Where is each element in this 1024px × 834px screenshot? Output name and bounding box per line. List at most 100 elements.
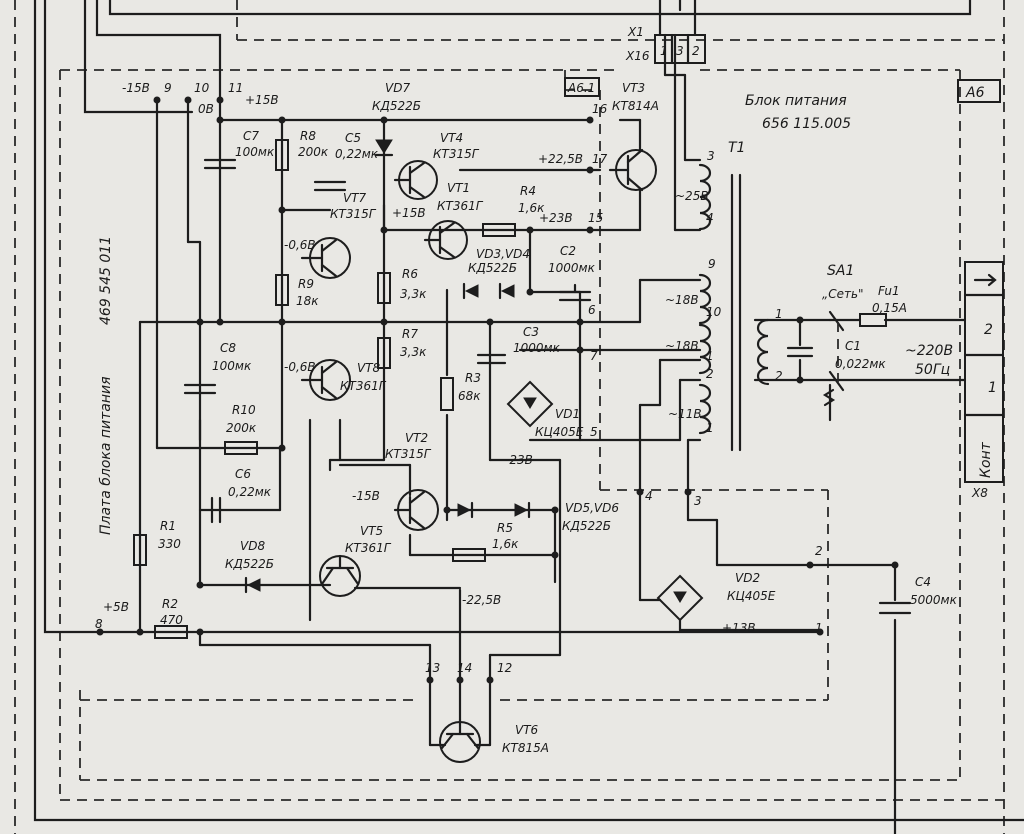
component-label: VT6: [515, 723, 539, 737]
component-label: R2: [162, 597, 178, 611]
component-label: 200к: [226, 421, 257, 435]
pin-number: 13: [425, 661, 440, 675]
voltage-label: ~11В: [668, 407, 702, 421]
voltage-label: -15В: [352, 489, 380, 503]
pin-number: 8: [95, 617, 103, 631]
bridge-vd2: [656, 574, 704, 622]
component-label: VT8: [357, 361, 381, 375]
transistor-vt8: [300, 359, 351, 401]
component-label: VD8: [240, 539, 265, 553]
block-badges: [564, 77, 1001, 103]
capacitors: [183, 158, 912, 615]
component-label: 5000мк: [910, 593, 958, 607]
component-label: VT7: [343, 191, 367, 205]
component-label: R3: [465, 371, 481, 385]
resistors: [133, 139, 887, 639]
component-label: 200к: [298, 145, 329, 159]
component-label: 100мк: [235, 145, 275, 159]
voltage-label: +23В: [539, 211, 573, 225]
component-label: КТ361Г: [437, 199, 484, 213]
component-label: 3,3к: [400, 287, 427, 301]
voltage-label: +15В: [245, 93, 279, 107]
bridge-vd1: [506, 380, 554, 428]
board-title: Плата блока питания: [98, 376, 114, 535]
component-label: 330: [158, 537, 181, 551]
pin-number: 7: [590, 349, 598, 363]
pin-number: 10: [194, 81, 210, 95]
voltage-labels: -15В 0В +15В +22,5В +23В +15В -0,6В -0,6…: [103, 81, 756, 635]
transistor-vt3: [608, 148, 657, 192]
pin-number: 12: [497, 661, 512, 675]
component-labels: C7 100мк R8 200к C5 0,22мк VD7 КД522Б VT…: [158, 81, 958, 755]
pin-number: 3: [694, 494, 702, 508]
component-label: 3,3к: [400, 345, 427, 359]
board-ref: А6.1: [567, 81, 595, 95]
component-label: VD1: [555, 407, 580, 421]
component-label: R4: [520, 184, 536, 198]
dashed-borders: [14, 0, 1005, 834]
voltage-label: +13В: [722, 621, 756, 635]
connector-x1: [654, 33, 706, 65]
component-label: VT4: [440, 131, 463, 145]
c1-value: 0,022мк: [835, 357, 886, 371]
component-label: C3: [523, 325, 539, 339]
component-label: VD7: [385, 81, 410, 95]
pin-number: 16: [592, 102, 608, 116]
component-label: 1,6к: [518, 201, 545, 215]
component-label: C8: [220, 341, 236, 355]
component-label: R8: [300, 129, 316, 143]
transistor-vt7: [300, 237, 351, 279]
component-label: VT5: [360, 524, 383, 538]
x8-label: X8: [971, 486, 988, 500]
voltage-label: -0,6В: [284, 238, 316, 252]
voltage-label: ~18В: [665, 339, 699, 353]
component-label: VD3,VD4: [476, 247, 530, 261]
transistor-vt2: [393, 489, 439, 531]
component-label: C5: [345, 131, 361, 145]
voltage-label: -0,6В: [284, 360, 316, 374]
junction-dots: [96, 96, 899, 684]
component-label: КТ315Г: [433, 147, 480, 161]
component-label: R1: [160, 519, 176, 533]
pin-number: 1: [706, 349, 714, 363]
component-label: КТ361Г: [340, 379, 387, 393]
transistor-vt6: [439, 718, 481, 763]
component-label: VD5,VD6: [565, 501, 619, 515]
component-label: 100мк: [212, 359, 252, 373]
component-label: 1000мк: [513, 341, 561, 355]
board-number: 469 545 011: [98, 236, 114, 325]
component-label: R9: [298, 277, 314, 291]
mains-freq: 50Гц: [915, 362, 950, 378]
component-label: КТ815А: [502, 741, 549, 755]
transistor-vt1: [423, 220, 468, 260]
wires: [33, 0, 1024, 834]
voltage-label: -15В: [122, 81, 150, 95]
component-label: 1000мк: [548, 261, 596, 275]
diodes: [244, 139, 531, 594]
pin-number: 4: [706, 211, 714, 225]
component-label: КД522Б: [468, 261, 517, 275]
pin-numbers: 9 10 11 16 17 15 6 7 5 4 3 2 1 8 13 14 1…: [95, 44, 823, 675]
component-label: КТ361Г: [345, 541, 392, 555]
component-label: R5: [497, 521, 513, 535]
component-label: КД522Б: [225, 557, 274, 571]
voltage-label: +15В: [392, 206, 426, 220]
component-label: 0,22мк: [228, 485, 272, 499]
voltage-label: 0В: [198, 102, 214, 116]
transistor-vt4: [393, 160, 438, 200]
pin-number: 3: [707, 149, 715, 163]
pin-number: 1: [706, 421, 714, 435]
pin-number: 6: [588, 303, 596, 317]
component-label: VD2: [735, 571, 760, 585]
mains-voltage: ~220В: [905, 343, 953, 359]
fu1-label: Fu1: [878, 284, 900, 298]
pin-number: 14: [457, 661, 472, 675]
transistor-vt5: [319, 554, 361, 597]
t1-label: T1: [728, 140, 745, 156]
fu1-rating: 0,15А: [872, 301, 907, 315]
voltage-label: +5В: [103, 600, 129, 614]
pin-number: 3: [676, 44, 684, 58]
pin-number: 9: [708, 257, 716, 271]
component-label: КЦ405Е: [727, 589, 776, 603]
